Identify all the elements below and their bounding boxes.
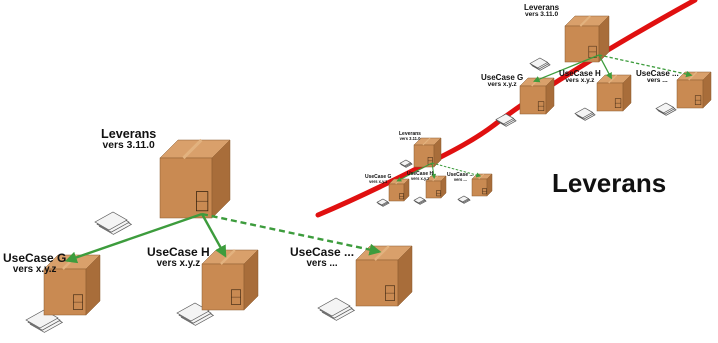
- large-usecase-label-0-name: UseCase G: [3, 251, 67, 265]
- medium-document-0: [529, 57, 551, 71]
- leverans-heading: Leverans: [552, 168, 667, 198]
- medium-release-label-name: Leverans: [524, 3, 560, 12]
- medium-release-label-version: vers 3.11.0: [525, 11, 559, 19]
- medium-document-1: [495, 113, 517, 127]
- large-usecase-box-2: [355, 245, 413, 307]
- medium-document-2: [574, 107, 596, 121]
- large-release-label-name: Leverans: [101, 127, 157, 141]
- large-usecase-label-1-name: UseCase H: [147, 245, 210, 259]
- small-usecase-label-1-name: UseCase H: [407, 171, 434, 177]
- large-usecase-box-0: [43, 254, 101, 316]
- large-usecase-label-2-name: UseCase ...: [290, 245, 355, 259]
- medium-usecase-label-1-name: UseCase H: [559, 69, 601, 78]
- small-document-1: [376, 198, 390, 207]
- large-arrow-2: [201, 212, 382, 256]
- medium-arrow-0: [533, 54, 600, 83]
- medium-arrow-1: [598, 54, 612, 80]
- large-usecase-label-2: UseCase ...vers ...: [290, 246, 354, 269]
- large-document-3: [317, 297, 356, 321]
- small-usecase-box-0: [388, 178, 410, 202]
- medium-usecase-label-0-name: UseCase G: [481, 73, 524, 82]
- small-usecase-label-0-name: UseCase G: [365, 174, 392, 180]
- small-release-label-version: vers 3.11.0: [399, 136, 421, 142]
- small-release-box: [413, 137, 442, 168]
- medium-usecase-label-2-version: vers ...: [646, 77, 668, 85]
- large-release-label-version: vers 3.11.0: [102, 140, 155, 152]
- small-release-label-name: Leverans: [399, 131, 421, 137]
- small-usecase-label-1-version: vers x.y.z: [411, 176, 430, 182]
- large-arrow-0: [64, 212, 203, 264]
- small-arrow-2: [431, 162, 482, 178]
- small-usecase-label-0-version: vers x.y.z: [369, 179, 388, 185]
- small-arrow-1: [431, 162, 437, 179]
- medium-usecase-label-1-version: vers x.y.z: [565, 77, 595, 85]
- small-usecase-label-2-version: vers ...: [453, 177, 467, 183]
- large-usecase-label-2-version: vers ...: [306, 257, 338, 269]
- large-release-box: [159, 138, 231, 219]
- medium-usecase-box-1: [596, 74, 632, 112]
- small-usecase-label-2-name: UseCase ...: [447, 172, 474, 178]
- small-document-3: [457, 195, 471, 204]
- medium-arrow-2: [598, 54, 693, 78]
- medium-usecase-label-2-name: UseCase ...: [636, 69, 679, 78]
- small-usecase-label-2: UseCase ...vers ...: [447, 172, 474, 183]
- small-document-2: [413, 196, 427, 205]
- small-usecase-box-2: [471, 173, 493, 197]
- large-usecase-label-1-version: vers x.y.z: [156, 257, 201, 269]
- small-document-0: [399, 159, 413, 168]
- large-document-0: [94, 211, 133, 235]
- medium-usecase-box-0: [519, 77, 555, 115]
- medium-usecase-label-2: UseCase ...vers ...: [636, 69, 679, 85]
- medium-usecase-box-2: [676, 71, 712, 109]
- medium-release-box: [564, 15, 610, 63]
- medium-document-3: [655, 102, 677, 116]
- medium-usecase-label-0-version: vers x.y.z: [487, 81, 517, 89]
- small-arrow-0: [396, 162, 433, 182]
- large-arrow-1: [200, 213, 227, 258]
- large-usecase-box-1: [201, 249, 259, 311]
- large-usecase-label-0-version: vers x.y.z: [12, 263, 57, 275]
